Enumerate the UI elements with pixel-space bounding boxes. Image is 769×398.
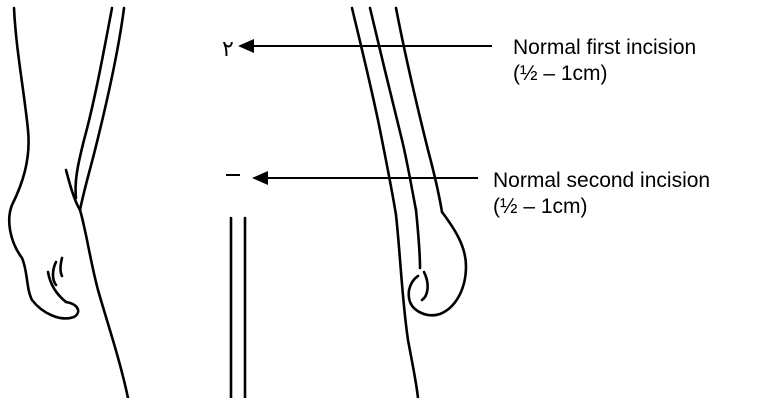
second-incision-label: Normal second incision (½ – 1cm) [493, 168, 710, 220]
first-incision-title: Normal first incision [513, 35, 696, 61]
left-leg [66, 170, 128, 398]
left-arm-wrist-contour [48, 272, 66, 302]
right-arm [352, 8, 466, 398]
left-arm-inner-contour-2 [80, 8, 124, 210]
arrow-second [252, 171, 478, 185]
first-incision-label: Normal first incision (½ – 1cm) [513, 35, 696, 87]
arrow-first-head [238, 39, 254, 53]
second-incision-size: (½ – 1cm) [493, 194, 710, 220]
left-leg-contour [80, 210, 128, 398]
right-arm-inner-contour [352, 8, 396, 215]
right-arm-shoulder-contour [396, 215, 418, 398]
center-legs [231, 218, 245, 398]
right-arm-back-contour [396, 8, 442, 212]
second-incision-title: Normal second incision [493, 168, 710, 194]
right-hand-fingers [416, 210, 428, 300]
first-incision-mark: ۲ [222, 37, 234, 62]
first-incision-size: (½ – 1cm) [513, 61, 696, 87]
left-arm [9, 8, 124, 318]
left-arm-outer-contour [9, 8, 78, 318]
arrow-first [238, 39, 492, 53]
left-leg-top-contour [66, 170, 80, 210]
left-hand-thumb [53, 258, 62, 285]
arrow-second-head [252, 171, 268, 185]
